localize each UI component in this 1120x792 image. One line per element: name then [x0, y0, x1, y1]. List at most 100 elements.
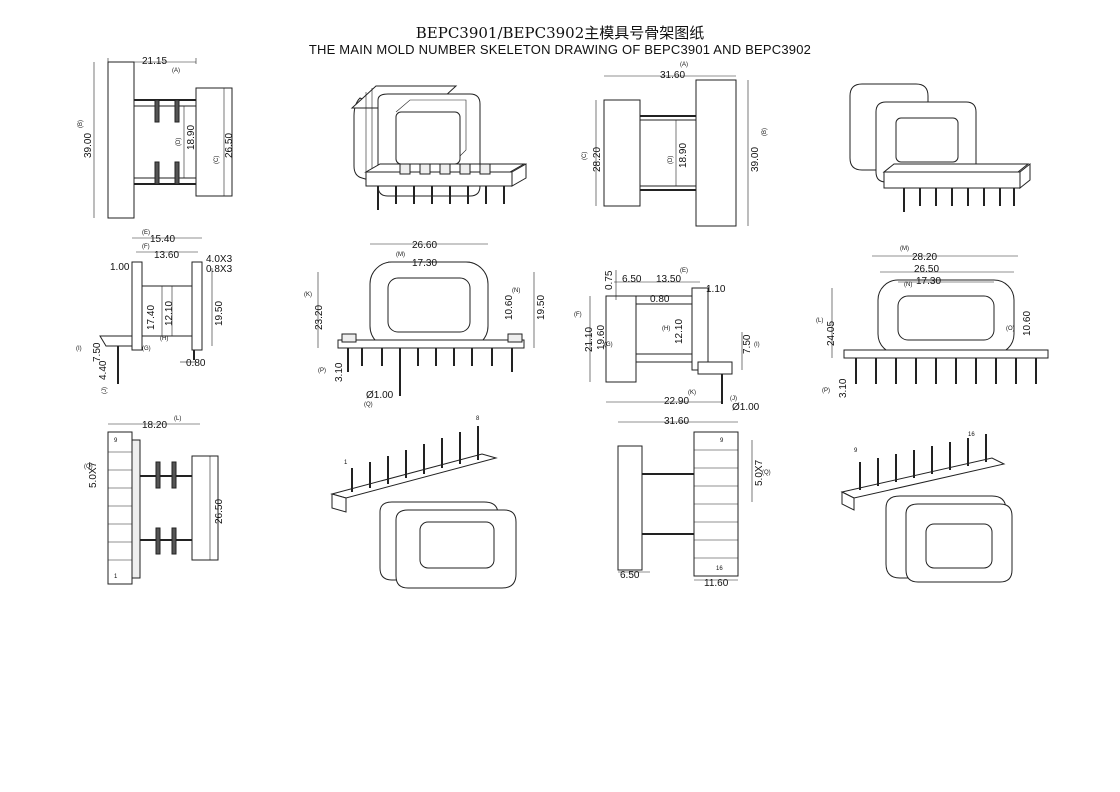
dim-0-80: 0.80	[650, 294, 670, 305]
label-d: (D)	[176, 138, 182, 146]
label-n: (N)	[904, 282, 912, 288]
label-j: (J)	[102, 387, 108, 394]
label-q: (Q)	[84, 464, 93, 470]
label-b: (B)	[762, 128, 768, 136]
dim-1-10: 1.10	[706, 284, 726, 295]
dim-12-10: 12.10	[164, 301, 175, 326]
dim-dia-1-00: Ø1.00	[732, 402, 760, 413]
dim-15-40: 15.40	[150, 234, 175, 245]
label-l: (L)	[174, 416, 181, 422]
label-m: (M)	[900, 246, 909, 252]
dim-10-60: 10.60	[504, 295, 515, 320]
drawing-title-chinese: BEPC3901/BEPC3902主模具号骨架图纸	[415, 24, 705, 42]
dim-28-20: 28.20	[912, 252, 937, 263]
label-g: (G)	[142, 346, 151, 352]
label-n: (N)	[512, 288, 520, 294]
dim-39-00: 39.00	[750, 147, 761, 172]
label-e: (E)	[142, 230, 150, 236]
label-k: (K)	[688, 390, 696, 396]
pin-side-view-8: 31.60 9 16 5.0X7 (Q) 6.50 11.60	[617, 416, 771, 589]
dim-0-75: 0.75	[604, 270, 615, 290]
dim-13-50: 13.50	[656, 274, 681, 285]
dim-19-50: 19.50	[536, 295, 547, 320]
label-d: (D)	[668, 156, 674, 164]
front-view-4: 26.60 (M) 17.30 (K) 23.20 (N) 10.60 19.5…	[304, 240, 547, 408]
label-q: (Q)	[364, 402, 373, 408]
dim-7-50: 7.50	[742, 334, 753, 354]
dim-24-05: 24.05	[826, 321, 837, 346]
dim-1-00: 1.00	[110, 262, 130, 273]
dim-10-60: 10.60	[1022, 311, 1033, 336]
section-view-3: (E) 15.40 (F) 13.60 1.00 4.0X3 0.8X3 17.…	[76, 230, 233, 394]
dim-28-20: 28.20	[592, 147, 603, 172]
label-f: (F)	[574, 312, 582, 318]
pin-label-9: 9	[114, 438, 118, 444]
dim-22-90: 22.90	[664, 396, 689, 407]
dim-3-10: 3.10	[334, 362, 345, 382]
dim-19-50: 19.50	[214, 301, 225, 326]
dim-3-10: 3.10	[838, 378, 849, 398]
dim-21-10: 21.10	[584, 327, 595, 352]
dim-26-60: 26.60	[412, 240, 437, 251]
pin-label-16: 16	[716, 566, 723, 572]
label-h: (H)	[160, 336, 168, 342]
dim-6-50: 6.50	[620, 570, 640, 581]
dim-17-30: 17.30	[412, 258, 437, 269]
dim-21-15: 21.15	[142, 56, 167, 67]
label-b: (B)	[78, 120, 84, 128]
dim-31-60: 31.60	[664, 416, 689, 427]
label-j: (J)	[730, 396, 737, 402]
front-view-6: (M) 28.20 26.50 (N) 17.30 (L) 24.05 (O) …	[816, 246, 1049, 398]
label-m: (M)	[396, 252, 405, 258]
label-h: (H)	[662, 326, 670, 332]
isometric-view-2	[849, 83, 1031, 212]
pin-label-16: 16	[968, 432, 975, 438]
dim-18-90: 18.90	[678, 143, 689, 168]
pin-label-1: 1	[114, 574, 118, 580]
dim-17-40: 17.40	[146, 305, 157, 330]
dim-dia-1-00: Ø1.00	[366, 390, 394, 401]
dim-13-60: 13.60	[154, 250, 179, 261]
label-l: (L)	[816, 318, 823, 324]
dim-5-0x7: 5.0X7	[88, 461, 99, 488]
side-view-2: (A) 31.60 28.20 (C) 18.90 (D) 39.00 (B)	[582, 62, 768, 227]
dim-6-50: 6.50	[622, 274, 642, 285]
dim-18-20: 18.20	[142, 420, 167, 431]
label-c: (C)	[214, 156, 220, 164]
pin-label-9: 9	[720, 438, 724, 444]
dim-26-50: 26.50	[224, 133, 235, 158]
dim-31-60: 31.60	[660, 70, 685, 81]
dim-12-10: 12.10	[674, 319, 685, 344]
label-a: (A)	[172, 68, 180, 74]
drawing-title-english: THE MAIN MOLD NUMBER SKELETON DRAWING OF…	[308, 42, 812, 57]
pin-side-view-7: 18.20 (L) (Q) 5.0X7 26.50 9 1	[84, 416, 225, 585]
label-a: (A)	[680, 62, 688, 68]
label-q: (Q)	[762, 470, 771, 476]
isometric-view-3: 1 8	[330, 416, 517, 589]
label-g: (G)	[604, 342, 613, 348]
dim-7-50: 7.50	[92, 342, 103, 362]
dim-4-0x3: 4.0X3	[206, 254, 233, 265]
dim-26-50: 26.50	[214, 499, 225, 524]
label-i: (I)	[754, 342, 760, 348]
label-i: (I)	[76, 346, 82, 352]
pin-label-9: 9	[854, 448, 858, 454]
label-o: (O)	[1006, 326, 1015, 332]
dim-26-50: 26.50	[914, 264, 939, 275]
dim-4-40: 4.40	[98, 360, 109, 380]
isometric-view-1	[350, 85, 527, 210]
label-k: (K)	[304, 292, 312, 298]
dim-5-0x7: 5.0X7	[754, 459, 765, 486]
dim-23-20: 23.20	[314, 305, 325, 330]
dim-18-90: 18.90	[186, 125, 197, 150]
label-e: (E)	[680, 268, 688, 274]
dim-19-60: 19.60	[596, 325, 607, 350]
isometric-view-4: 9 16	[840, 432, 1013, 583]
label-c: (C)	[582, 152, 588, 160]
dim-0-80: 0.80	[186, 358, 206, 369]
dim-17-30: 17.30	[916, 276, 941, 287]
section-view-5: 0.75 6.50 (E) 13.50 1.10 0.80 (F) 21.10 …	[574, 268, 760, 413]
pin-label-8: 8	[476, 416, 480, 422]
side-view-1: 21.15 (A) 39.00 (B) 18.90 (D) 26.50 (C)	[78, 56, 235, 219]
